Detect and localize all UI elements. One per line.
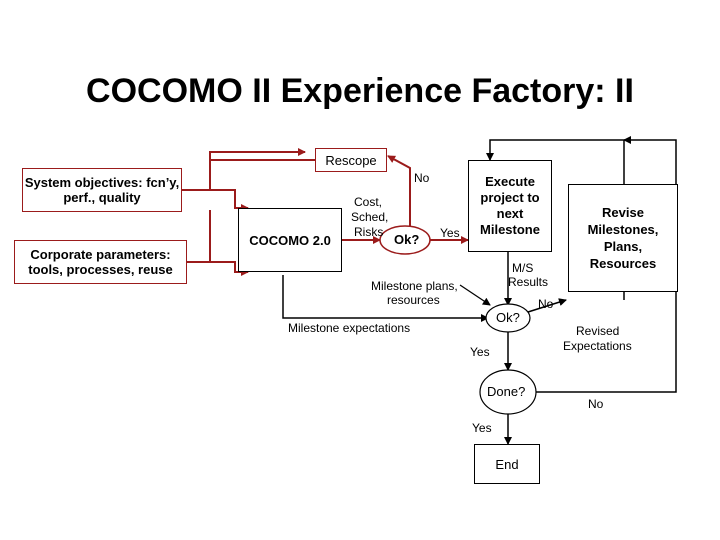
end-box: End [474,444,540,484]
ok-no-to-rescope-arrow [387,155,411,226]
yes-end-label: Yes [472,421,492,435]
ms-results-label-1: M/S [512,261,534,275]
done-node-shape [479,369,537,415]
no-revise-label: No [538,297,554,311]
corporate-params-arrow [187,210,211,263]
ms-results-label-2: Results [508,275,549,289]
no-loop-label: No [588,397,604,411]
corporate-parameters-box: Corporate parameters: tools, processes, … [14,240,187,284]
input-join-line-2 [210,261,249,276]
ok1-label: Ok? [394,232,420,247]
ok2-no-to-revise-arrow [527,298,567,313]
milestone-expectations-arrow [282,275,489,322]
cocomo-box: COCOMO 2.0 [238,208,342,272]
no-rescope-label: No [414,171,430,185]
yes-execute-label: Yes [440,226,460,240]
input-join-line [210,189,249,212]
milestone-plans-arrow [459,284,491,306]
ok2-label: Ok? [496,310,520,325]
ok2-node-shape [485,303,531,333]
ok1-node-shape [379,225,431,255]
risks-label: Risks [354,225,384,239]
sched-label: Sched, [351,210,389,224]
execute-box: Execute project to next Milestone [468,160,552,252]
system-objectives-arrow [182,148,306,191]
done-label: Done? [487,384,526,399]
revise-loop-arrow [486,139,625,184]
milestone-plans-label-1: Milestone plans, [371,279,458,293]
system-objectives-box: System objectives: fcn’y, perf., quality [22,168,182,212]
cost-label: Cost, [354,195,383,209]
yes-done-label: Yes [470,345,490,359]
revised-label-2: Expectations [563,339,632,353]
milestone-plans-label-2: resources [387,293,440,307]
revise-box: Revise Milestones, Plans, Resources [568,184,678,292]
page-title: COCOMO II Experience Factory: II [86,72,634,110]
revised-label-1: Revised [576,324,620,338]
milestone-expectations-label: Milestone expectations [288,321,411,335]
rescope-box: Rescope [315,148,387,172]
